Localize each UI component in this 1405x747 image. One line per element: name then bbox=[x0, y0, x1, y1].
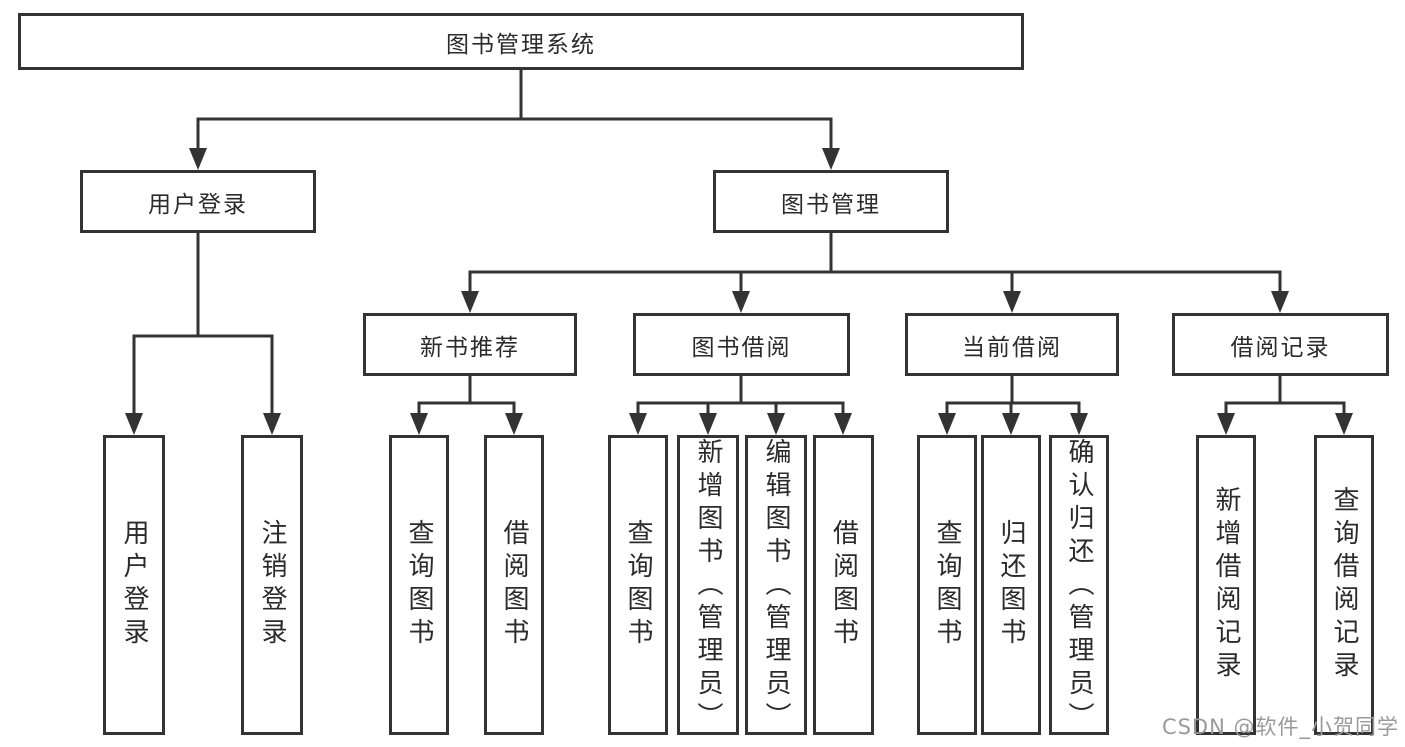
node-new-book-recommend: 新书推荐 bbox=[363, 313, 577, 376]
arrow-down-icon bbox=[1003, 291, 1021, 313]
leaf-query-books-3-label: 查询图书 bbox=[932, 519, 962, 651]
leaf-logout: 注销登录 bbox=[241, 435, 303, 735]
arrow-down-icon bbox=[189, 148, 207, 170]
node-borrow-records: 借阅记录 bbox=[1172, 313, 1389, 376]
leaf-borrow-books-1: 借阅图书 bbox=[484, 435, 544, 735]
leaf-query-borrow-record: 查询借阅记录 bbox=[1314, 435, 1374, 735]
arrow-down-icon bbox=[834, 413, 852, 435]
leaf-borrow-books-2-label: 借阅图书 bbox=[828, 519, 859, 651]
leaf-query-borrow-record-label: 查询借阅记录 bbox=[1329, 486, 1359, 684]
arrow-down-icon bbox=[732, 291, 750, 313]
connector-root-to-level2 bbox=[196, 70, 833, 150]
leaf-borrow-books-2: 借阅图书 bbox=[813, 435, 874, 735]
arrow-down-icon bbox=[822, 148, 840, 170]
arrow-down-icon bbox=[1002, 413, 1020, 435]
connector-user-login-to-leaves bbox=[132, 233, 274, 415]
leaf-return-books-label: 归还图书 bbox=[996, 519, 1026, 651]
leaf-add-borrow-record: 新增借阅记录 bbox=[1196, 435, 1256, 735]
node-root-system: 图书管理系统 bbox=[18, 13, 1024, 70]
leaf-edit-books-admin-label: 编辑图书（管理员） bbox=[761, 438, 791, 735]
leaf-borrow-books-1-label: 借阅图书 bbox=[499, 519, 529, 651]
arrow-down-icon bbox=[1335, 413, 1353, 435]
arrow-down-icon bbox=[1217, 413, 1235, 435]
node-book-management-label: 图书管理 bbox=[781, 191, 881, 218]
arrow-down-icon bbox=[1070, 413, 1088, 435]
leaf-add-books-admin: 新增图书（管理员） bbox=[677, 435, 739, 735]
arrow-down-icon bbox=[410, 413, 428, 435]
leaf-user-login-label: 用户登录 bbox=[119, 519, 149, 651]
csdn-watermark: CSDN @软件_小贺同学 bbox=[1161, 715, 1399, 739]
arrow-down-icon bbox=[699, 413, 717, 435]
arrow-down-icon bbox=[505, 413, 523, 435]
leaf-query-books-3: 查询图书 bbox=[917, 435, 977, 735]
node-book-borrowing: 图书借阅 bbox=[633, 313, 850, 376]
leaf-add-books-admin-label: 新增图书（管理员） bbox=[693, 438, 723, 735]
connector-new-books-to-leaves bbox=[417, 376, 516, 415]
arrow-down-icon bbox=[461, 291, 479, 313]
node-user-login-label: 用户登录 bbox=[148, 191, 248, 218]
leaf-confirm-return-admin: 确认归还（管理员） bbox=[1049, 435, 1109, 735]
connector-book-borrow-to-leaves bbox=[636, 376, 845, 415]
leaf-return-books: 归还图书 bbox=[981, 435, 1041, 735]
node-book-borrowing-label: 图书借阅 bbox=[691, 334, 792, 361]
connector-borrow-records-to-leaves bbox=[1224, 376, 1346, 415]
node-new-book-recommend-label: 新书推荐 bbox=[420, 334, 520, 361]
leaf-confirm-return-admin-label: 确认归还（管理员） bbox=[1064, 438, 1094, 735]
leaf-edit-books-admin: 编辑图书（管理员） bbox=[745, 435, 807, 735]
connector-current-borrow-to-leaves bbox=[945, 376, 1081, 415]
arrow-down-icon bbox=[125, 413, 143, 435]
node-borrow-records-label: 借阅记录 bbox=[1230, 334, 1331, 361]
leaf-logout-label: 注销登录 bbox=[257, 519, 287, 651]
leaf-query-books-1: 查询图书 bbox=[389, 435, 449, 735]
arrow-down-icon bbox=[938, 413, 956, 435]
node-root-system-label: 图书管理系统 bbox=[446, 31, 596, 58]
leaf-add-borrow-record-label: 新增借阅记录 bbox=[1211, 486, 1241, 684]
leaf-query-books-2: 查询图书 bbox=[608, 435, 668, 735]
connector-book-mgmt-to-level3 bbox=[468, 233, 1282, 293]
arrow-down-icon bbox=[629, 413, 647, 435]
node-current-borrowing: 当前借阅 bbox=[905, 313, 1119, 376]
node-user-login: 用户登录 bbox=[80, 170, 316, 233]
leaf-user-login: 用户登录 bbox=[103, 435, 165, 735]
node-current-borrowing-label: 当前借阅 bbox=[962, 334, 1062, 361]
leaf-query-books-1-label: 查询图书 bbox=[404, 519, 434, 651]
arrow-down-icon bbox=[263, 413, 281, 435]
node-book-management: 图书管理 bbox=[713, 170, 949, 233]
arrow-down-icon bbox=[767, 413, 785, 435]
leaf-query-books-2-label: 查询图书 bbox=[623, 519, 653, 651]
arrow-down-icon bbox=[1271, 291, 1289, 313]
